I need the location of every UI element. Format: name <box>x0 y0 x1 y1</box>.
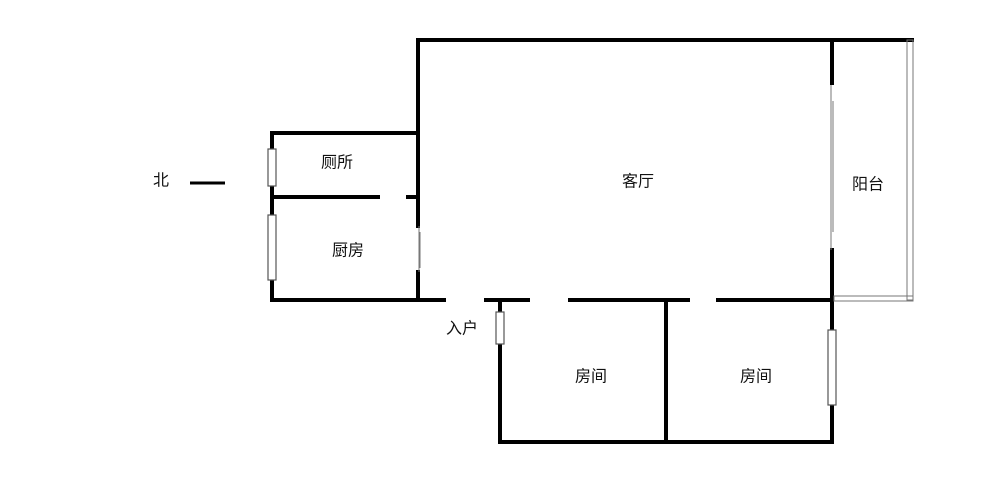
room-label-bedroom-2: 房间 <box>740 367 772 386</box>
room-label-living-room: 客厅 <box>622 172 654 191</box>
window-bedroom <box>827 329 837 406</box>
window-kitchen <box>267 214 277 281</box>
windows <box>267 39 914 406</box>
balcony-railing-east <box>906 39 914 301</box>
room-label-kitchen: 厨房 <box>332 241 364 260</box>
window-toilet <box>267 148 277 187</box>
room-label-bedroom-1: 房间 <box>575 367 607 386</box>
balcony-railing-south <box>833 295 914 302</box>
room-label-toilet: 厕所 <box>321 153 353 172</box>
walls <box>270 38 914 444</box>
window-entrance <box>495 311 505 345</box>
room-label-balcony: 阳台 <box>852 175 884 194</box>
north-label: 北 <box>153 171 169 190</box>
room-label-entrance: 入户 <box>446 319 478 338</box>
